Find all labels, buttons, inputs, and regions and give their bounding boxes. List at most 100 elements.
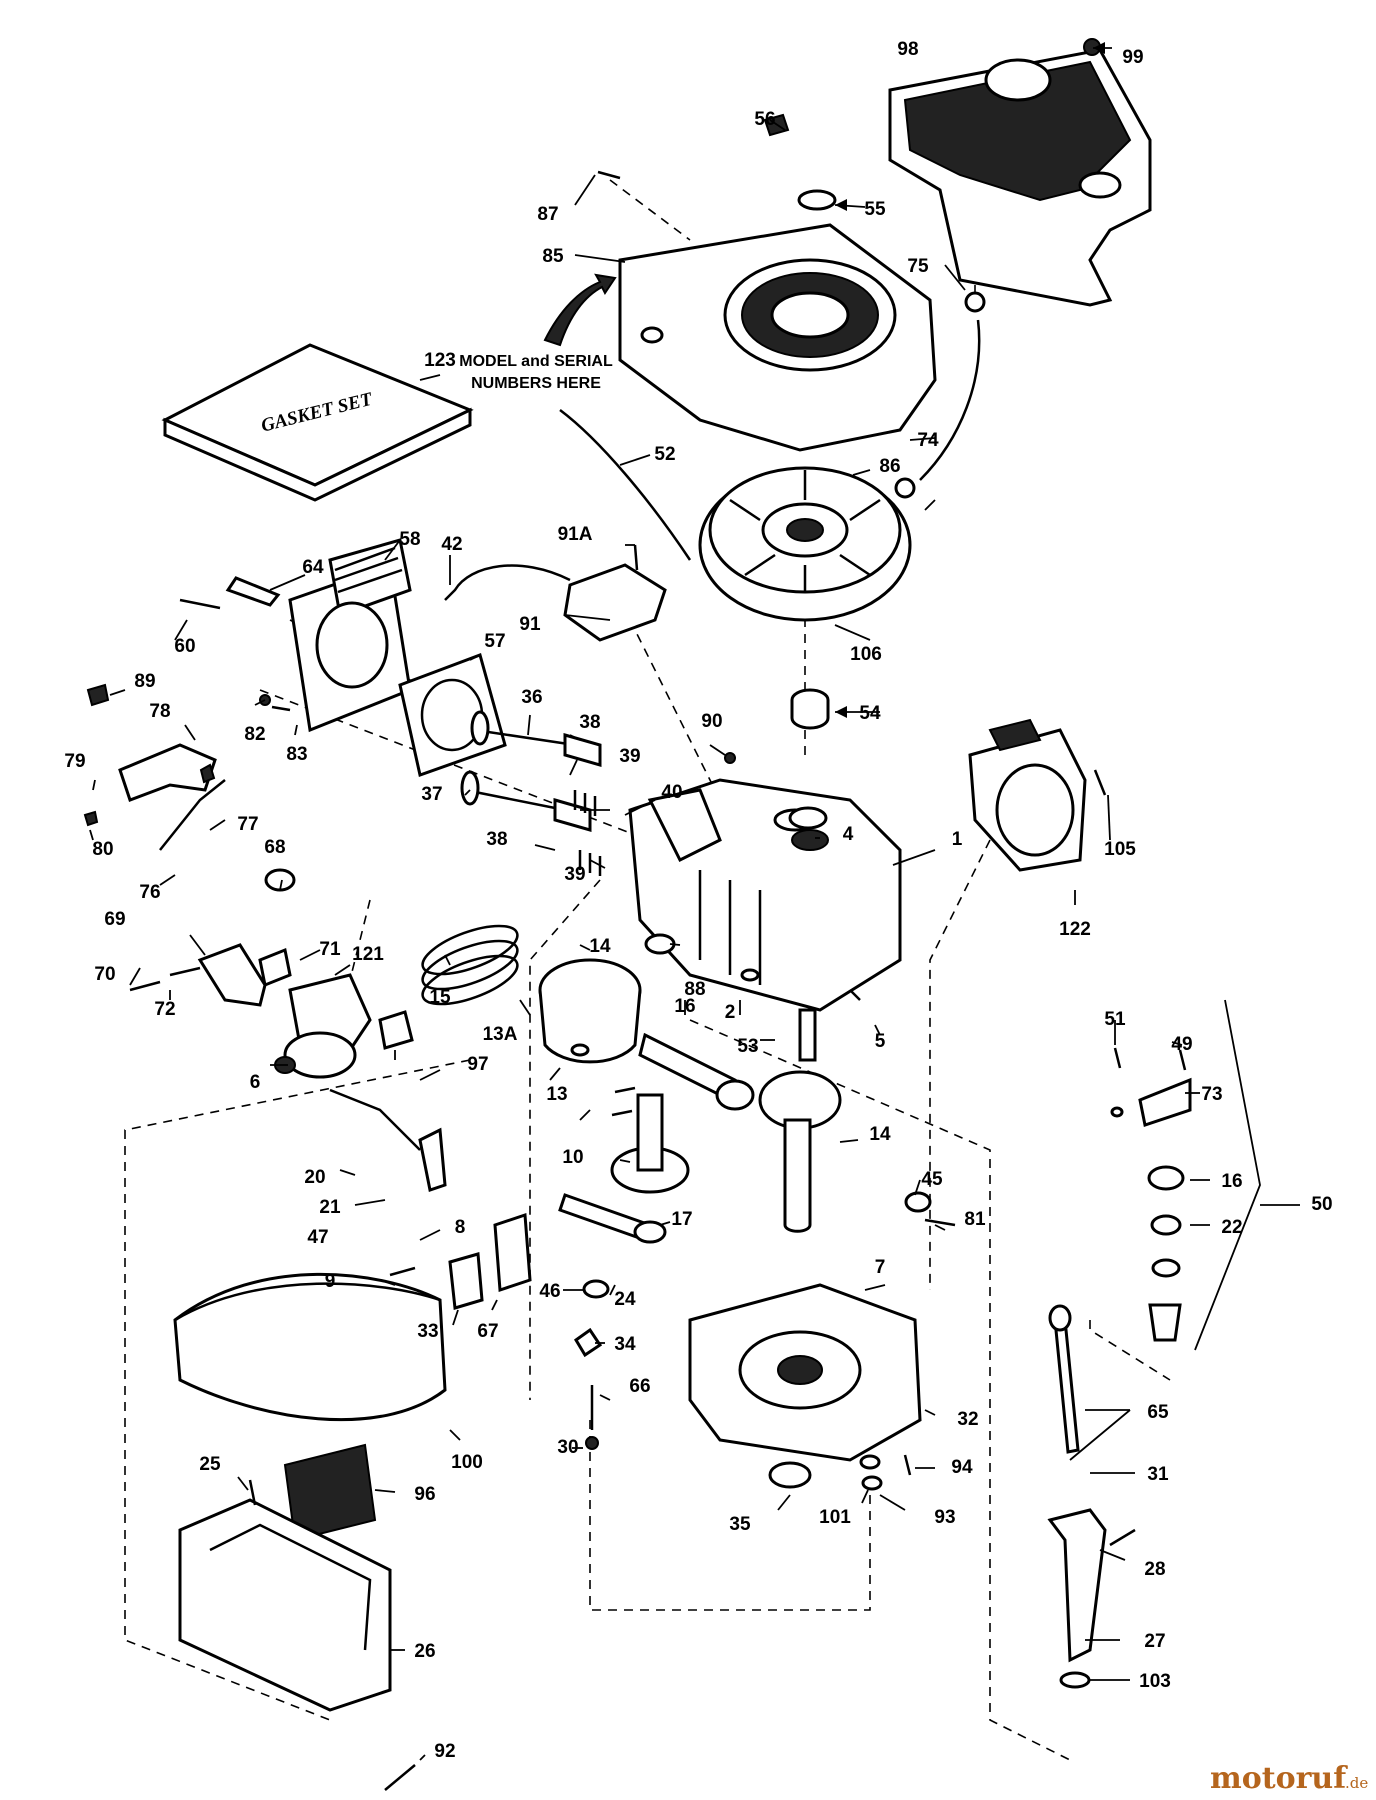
callout: 57 — [484, 631, 505, 652]
dipstick — [1053, 1318, 1080, 1454]
callout: 70 — [94, 964, 115, 985]
callout: 80 — [92, 839, 113, 860]
dipstick-washer — [1059, 1671, 1091, 1689]
callout: 7 — [875, 1257, 886, 1278]
callout: 56 — [754, 109, 775, 130]
callout: 21 — [319, 1197, 341, 1218]
callout: 94 — [951, 1457, 973, 1478]
callout: 66 — [629, 1376, 650, 1397]
exhaust-gasket — [493, 1212, 532, 1293]
callout: 39 — [619, 746, 640, 767]
ignition-module — [444, 563, 667, 642]
callout: 53 — [737, 1036, 758, 1057]
callout: 34 — [614, 1334, 636, 1355]
callout: 49 — [1171, 1034, 1192, 1055]
piston — [538, 958, 642, 1064]
callout-labels: 98 99 56 55 87 85 75 123 52 74 86 58 64 … — [64, 39, 1332, 1762]
hose-clamp-upper — [964, 291, 986, 313]
callout: 14 — [869, 1124, 891, 1145]
head-gasket — [398, 653, 507, 777]
callout: 76 — [139, 882, 160, 903]
callout: 86 — [879, 456, 900, 477]
callout: 58 — [399, 529, 420, 550]
callout: 68 — [264, 837, 285, 858]
governor-cup — [633, 1220, 667, 1244]
callout: 38 — [579, 712, 600, 733]
callout: 85 — [542, 246, 564, 267]
ignition-cable — [559, 409, 692, 561]
governor-rod — [329, 1088, 421, 1151]
callout: 6 — [250, 1072, 261, 1093]
callout: 17 — [671, 1209, 692, 1230]
callout: 74 — [917, 430, 939, 451]
blower-housing — [618, 223, 937, 452]
callout: 31 — [1147, 1464, 1169, 1485]
governor-link — [159, 779, 226, 851]
callout: 81 — [964, 1209, 986, 1230]
carburetor — [274, 973, 372, 1079]
top-cover — [888, 48, 1152, 307]
callout: 30 — [557, 1437, 578, 1458]
air-cleaner-gasket — [378, 1010, 414, 1050]
callout: 64 — [302, 557, 324, 578]
callout: 60 — [174, 636, 195, 657]
engine-block — [628, 778, 902, 1012]
callout: 91 — [519, 614, 541, 635]
callout: 45 — [921, 1169, 943, 1190]
callout: 98 — [897, 39, 918, 60]
watermark: motoruf .de — [1210, 1761, 1368, 1796]
callout: 27 — [1144, 1631, 1165, 1652]
model-serial-line-2: NUMBERS HERE — [471, 375, 601, 392]
callout: 99 — [1122, 47, 1143, 68]
watermark-brand: motoruf — [1210, 1761, 1348, 1796]
fuel-line — [919, 319, 981, 481]
callout: 101 — [819, 1507, 851, 1528]
callout: 14 — [589, 936, 611, 957]
callout: 87 — [537, 204, 558, 225]
callout: 50 — [1311, 1194, 1332, 1215]
watermark-suffix: .de — [1345, 1774, 1368, 1792]
governor-lever — [418, 1127, 447, 1192]
callout: 5 — [875, 1031, 886, 1052]
callout: 88 — [684, 979, 705, 1000]
flywheel-collar — [790, 688, 830, 730]
callout: 92 — [434, 1741, 455, 1762]
callout: 8 — [455, 1217, 466, 1238]
callout: 24 — [614, 1289, 636, 1310]
callout: 55 — [864, 199, 886, 220]
callout: 123 — [424, 350, 456, 371]
callout: 78 — [149, 701, 170, 722]
callout: 32 — [957, 1409, 978, 1430]
callout: 13A — [483, 1024, 518, 1045]
callout: 22 — [1221, 1217, 1242, 1238]
recoil-starter — [968, 718, 1087, 872]
model-serial-line-1: MODEL and SERIAL — [459, 353, 613, 370]
callout: 54 — [859, 703, 881, 724]
cam-gear — [610, 1093, 690, 1194]
callout: 91A — [558, 524, 593, 545]
air-filter-element — [283, 1443, 377, 1542]
callout: 65 — [1147, 1402, 1169, 1423]
callout: 1 — [952, 829, 963, 850]
callout: 4 — [843, 824, 854, 845]
leader-lines — [89, 42, 1300, 1761]
callout: 42 — [441, 534, 462, 555]
callout: 83 — [286, 744, 307, 765]
callout: 100 — [451, 1452, 483, 1473]
callout: 2 — [725, 1002, 736, 1023]
callout: 51 — [1104, 1009, 1126, 1030]
callout: 33 — [417, 1321, 438, 1342]
callout: 121 — [352, 944, 384, 965]
callout: 20 — [304, 1167, 325, 1188]
callout: 39 — [564, 864, 585, 885]
callout: 122 — [1059, 919, 1091, 940]
callout: 38 — [486, 829, 507, 850]
callout: 16 — [1221, 1171, 1242, 1192]
dipstick-tube — [1047, 1508, 1107, 1663]
model-serial-note: MODEL and SERIAL NUMBERS HERE — [459, 273, 617, 392]
carburetor-gasket — [258, 947, 292, 988]
callout: 52 — [654, 444, 675, 465]
callout: 40 — [661, 782, 682, 803]
dipstick-cap — [1048, 1304, 1072, 1332]
